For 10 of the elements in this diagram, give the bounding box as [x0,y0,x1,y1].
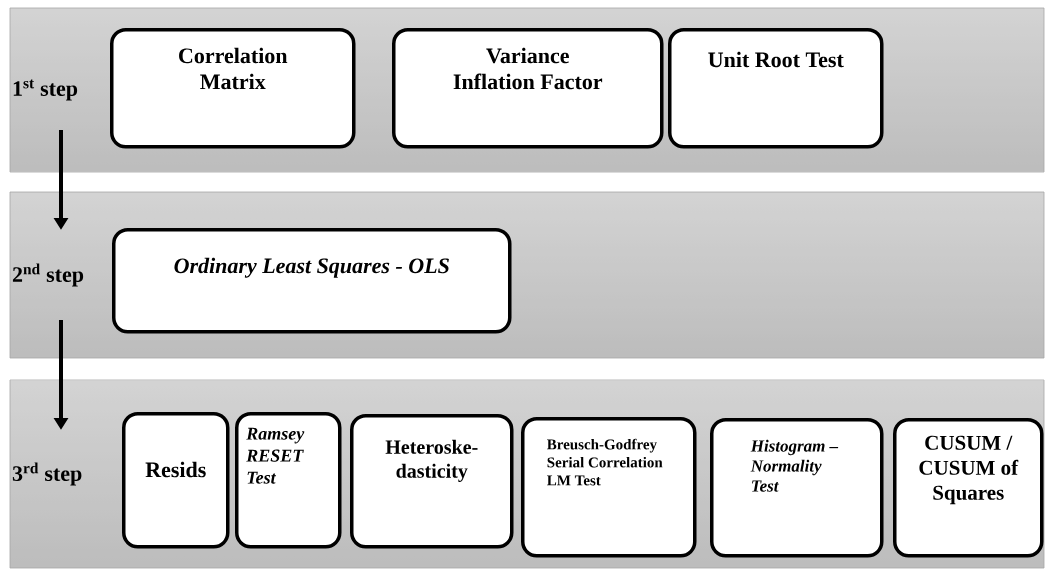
process-box: Histogram – Normality Test [710,418,884,558]
process-box: Resids [122,412,230,549]
process-box: Breusch-Godfrey Serial Correlation LM Test [521,417,697,558]
process-box: Heteroske-dasticity [350,414,514,549]
process-box: Correlation Matrix [110,28,356,149]
process-box: Ramsey RESET Test [235,412,342,549]
process-box: CUSUM / CUSUM of Squares [893,418,1044,558]
process-box: Ordinary Least Squares - OLS [112,228,512,334]
process-box: Unit Root Test [668,28,884,149]
process-box: Variance Inflation Factor [392,28,664,149]
